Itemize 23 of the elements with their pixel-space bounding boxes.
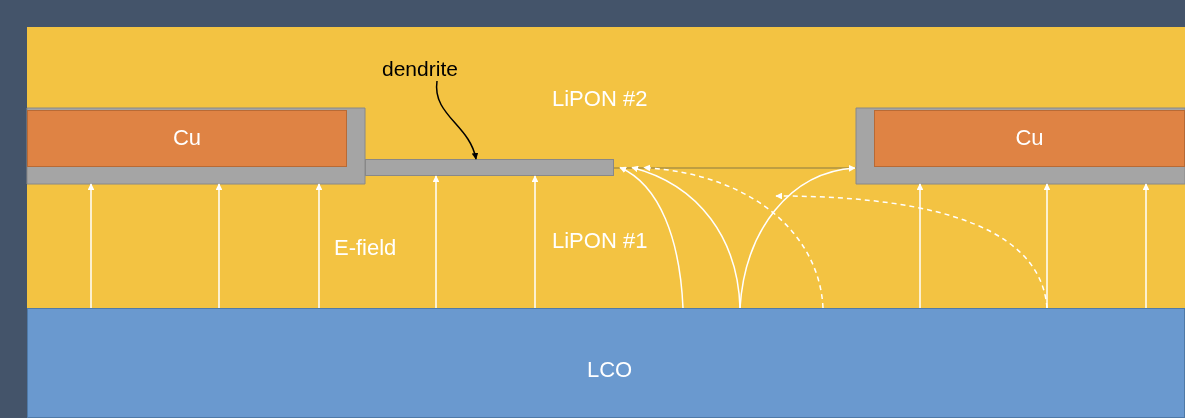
field-line-arrow [1043,183,1051,309]
leader-line [435,80,478,160]
field-line-arrow [739,165,856,309]
copper-electrode [874,110,1185,167]
field-line-arrow [432,175,440,309]
electrode-label: Cu [172,125,202,151]
field-line-arrow [619,166,684,309]
dendrite-label: dendrite [382,57,458,81]
field-line-arrow [87,183,95,309]
field-line-arrow [1142,183,1150,309]
layer-label: LiPON #1 [552,228,648,254]
layer-label: LiPON #2 [552,86,648,112]
copper-electrode [27,110,347,167]
field-line-arrow [916,183,924,309]
cathode-layer [27,308,1185,418]
electrode-label: Cu [1015,125,1044,151]
field-line-arrow [215,183,223,309]
layer-label: LCO [587,357,633,383]
dendrite-bar [365,159,614,176]
field-label: E-field [334,235,397,261]
field-line-arrow [531,175,539,309]
field-line-arrow [643,164,824,309]
field-line-arrow [315,183,323,309]
